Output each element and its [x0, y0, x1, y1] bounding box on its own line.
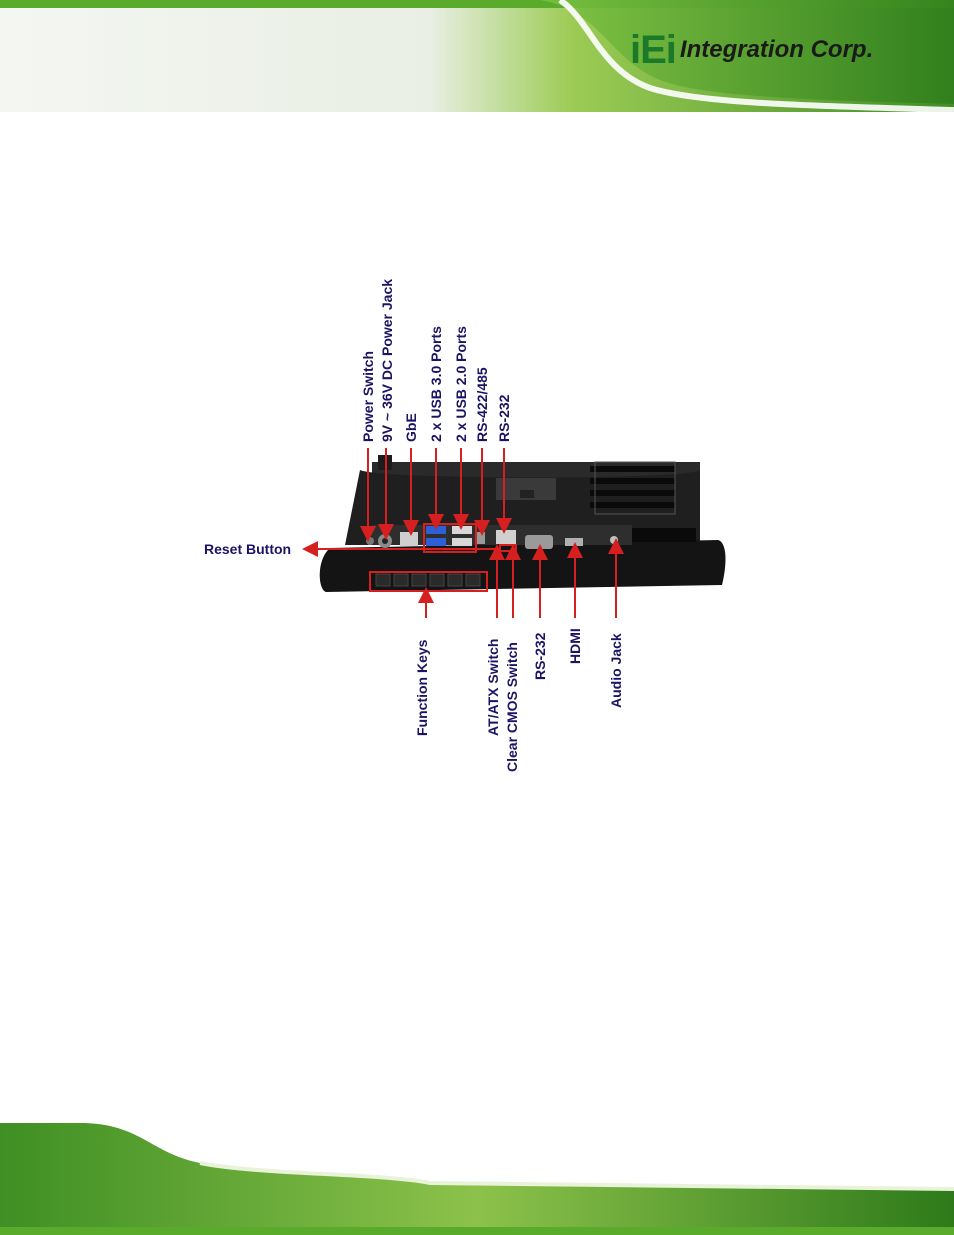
label-usb2: 2 x USB 2.0 Ports: [453, 326, 469, 442]
label-usb3: 2 x USB 3.0 Ports: [428, 326, 444, 442]
label-reset-button: Reset Button: [204, 541, 291, 557]
hdmi-port: [565, 538, 583, 546]
label-function-keys: Function Keys: [414, 639, 430, 736]
audio-port: [610, 536, 618, 544]
rs422-port: [477, 532, 485, 544]
label-power-switch: Power Switch: [360, 351, 376, 442]
footer-banner: [0, 1123, 954, 1235]
usb2-port: [452, 526, 472, 534]
label-gbe: GbE: [403, 413, 419, 442]
label-at-atx: AT/ATX Switch: [485, 639, 501, 736]
label-power-jack: 9V ~ 36V DC Power Jack: [379, 279, 395, 442]
usb3-port: [426, 526, 446, 534]
gbe-port: [400, 532, 418, 546]
power-switch-port: [366, 537, 374, 545]
label-audio-jack: Audio Jack: [608, 633, 624, 708]
label-clear-cmos: Clear CMOS Switch: [504, 642, 520, 772]
label-rs232-top: RS-232: [496, 394, 512, 442]
label-hdmi: HDMI: [567, 628, 583, 664]
label-rs232-bottom: RS-232: [532, 632, 548, 680]
label-rs422: RS-422/485: [474, 367, 490, 442]
rs232-db9-port: [525, 535, 553, 549]
function-keys: [376, 574, 390, 586]
rs232-top-port: [496, 530, 516, 544]
